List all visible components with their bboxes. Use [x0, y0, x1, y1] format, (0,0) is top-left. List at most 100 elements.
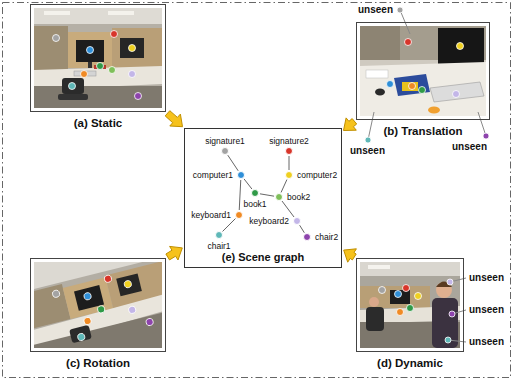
object-node: keyboard2 [293, 217, 301, 225]
illustration-shape [402, 82, 418, 91]
illustration-shape [395, 291, 402, 298]
object-node: signature2 [285, 147, 293, 155]
unseen-label: unseen [452, 141, 487, 153]
photo-panel: (a) Static [30, 4, 166, 112]
relation-line [228, 155, 238, 171]
illustration-shape [69, 325, 92, 343]
illustration-shape [478, 112, 486, 136]
unseen-label: unseen [469, 304, 504, 316]
illustration-shape [81, 71, 88, 78]
illustration-shape [360, 26, 486, 116]
illustration-shape [129, 45, 136, 52]
illustration-shape [360, 286, 430, 308]
illustration-shape [112, 28, 162, 68]
yellow-arrow [344, 118, 357, 131]
illustration-shape [447, 279, 453, 285]
illustration-shape [52, 290, 60, 298]
illustration-shape [62, 78, 84, 94]
illustration-shape [360, 262, 460, 276]
unseen-label: unseen [469, 336, 504, 348]
illustration-shape [145, 318, 153, 326]
illustration-shape [111, 31, 118, 38]
yellow-arrow [166, 246, 182, 260]
illustration-shape [366, 70, 388, 78]
object-label: signature1 [205, 136, 245, 146]
object-label: book2 [287, 192, 310, 202]
panel-caption: (d) Dynamic [356, 356, 464, 370]
unseen-label: unseen [469, 272, 504, 284]
illustration-shape [53, 31, 142, 100]
illustration-shape [88, 62, 92, 68]
illustration-shape [360, 62, 486, 116]
relation-line [239, 180, 241, 210]
illustration-shape [453, 91, 460, 98]
illustration-shape [116, 273, 142, 296]
illustration-shape [407, 305, 414, 312]
panel-caption: (a) Static [30, 116, 166, 130]
illustration-shape [34, 26, 68, 70]
illustration-shape [403, 285, 410, 292]
object-node: chair1 [215, 231, 223, 239]
unseen-label: unseen [358, 4, 393, 16]
illustration-shape [360, 26, 486, 116]
object-label: keyboard2 [249, 216, 289, 226]
photo-rotation [34, 262, 162, 348]
illustration-shape [108, 11, 134, 15]
illustration-shape [34, 262, 162, 348]
illustration-shape [44, 11, 70, 15]
object-label: computer2 [297, 170, 337, 180]
illustration-shape [375, 89, 385, 96]
illustration-shape [51, 267, 154, 346]
unseen-markers [365, 7, 489, 143]
illustration-shape [387, 39, 464, 98]
illustration-shape [68, 32, 112, 68]
relation-line [244, 179, 252, 189]
illustration-shape [34, 307, 162, 348]
illustration-shape [379, 285, 422, 316]
illustration-shape [438, 28, 484, 64]
relation-line [281, 180, 287, 193]
outer-border [3, 3, 511, 378]
illustration-shape [405, 39, 412, 46]
object-label: keyboard1 [191, 210, 231, 220]
object-node: signature1 [221, 147, 229, 155]
object-node: book2 [275, 193, 283, 201]
object-label: chair1 [207, 241, 230, 251]
photo-translation [360, 26, 486, 116]
illustration-shape [69, 83, 76, 90]
object-label: chair2 [315, 232, 338, 242]
illustration-shape [409, 83, 416, 90]
illustration-shape [365, 137, 371, 143]
photo-panel: (d) Dynamic [356, 258, 464, 352]
relation-line [282, 201, 294, 217]
illustration-shape [483, 133, 489, 139]
illustration-shape [387, 81, 394, 88]
illustration-shape [58, 94, 88, 100]
illustration-shape [34, 8, 162, 24]
illustration-shape [97, 305, 105, 313]
illustration-shape [128, 306, 136, 314]
object-node: book1 [251, 189, 259, 197]
photo-panel: (b) Translation [356, 22, 490, 120]
panel-caption: (c) Rotation [30, 356, 166, 370]
illustration-shape [34, 262, 162, 348]
illustration-shape [419, 87, 426, 94]
illustration-shape [394, 74, 430, 96]
object-node: computer2 [285, 171, 293, 179]
illustration-shape [457, 43, 464, 50]
illustration-shape [360, 26, 400, 60]
object-node: chair2 [303, 233, 311, 241]
yellow-arrow [165, 111, 182, 127]
relation-line [223, 219, 236, 232]
object-node: computer1 [237, 171, 245, 179]
illustration-shape [87, 47, 94, 54]
illustration-shape [368, 265, 390, 269]
object-label: signature2 [269, 136, 309, 146]
illustration-shape [83, 292, 91, 300]
yellow-arrow [344, 249, 357, 262]
illustration-shape [415, 293, 422, 300]
unseen-label: unseen [350, 145, 385, 157]
illustration-shape [360, 262, 460, 348]
illustration-shape [120, 38, 144, 58]
